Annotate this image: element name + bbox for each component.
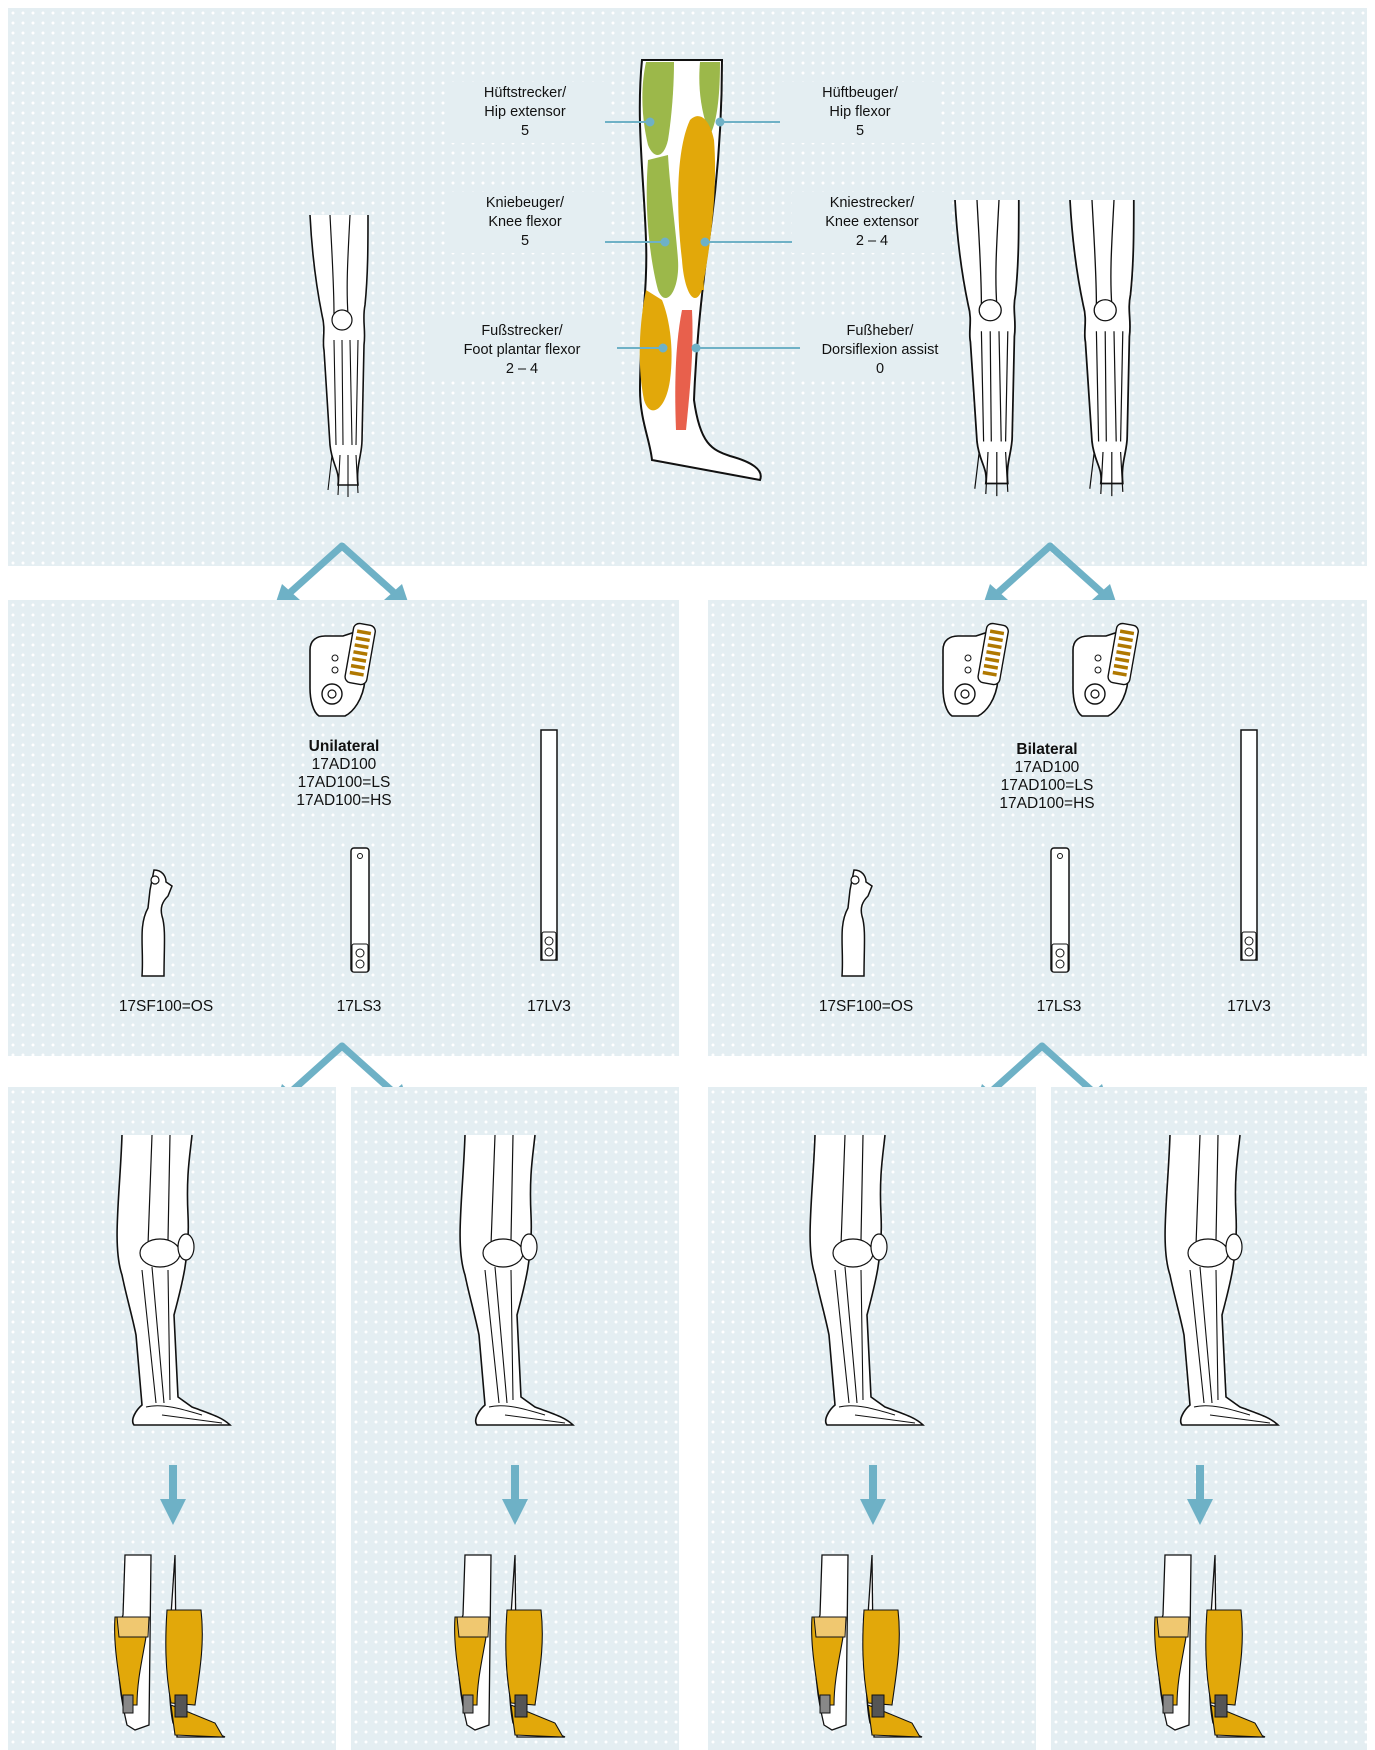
orthosis-legs-1 — [115, 1555, 240, 1745]
orthosis-legs-3 — [812, 1555, 937, 1745]
side-skeleton-2 — [455, 1135, 580, 1435]
bilateral-part-sf-label: 17SF100=OS — [786, 998, 946, 1016]
down-arrow-2 — [500, 1465, 530, 1530]
bilateral-variant-info: Bilateral 17AD100 17AD100=LS 17AD100=HS — [947, 741, 1147, 813]
bilateral-ankle-joint-left — [938, 630, 1018, 725]
side-skeleton-1 — [112, 1135, 237, 1435]
orthosis-legs-2 — [455, 1555, 580, 1745]
unilateral-part-ls-icon — [351, 848, 371, 978]
down-arrow-1 — [158, 1465, 188, 1530]
unilateral-part-sf-label: 17SF100=OS — [86, 998, 246, 1016]
bilateral-part-lv-icon — [1241, 730, 1261, 970]
bilateral-panel — [708, 600, 1367, 1056]
side-skeleton-3 — [805, 1135, 930, 1435]
muscle-leader-lines — [0, 0, 1375, 566]
down-arrow-4 — [1185, 1465, 1215, 1530]
bilateral-part-lv-label: 17LV3 — [1169, 998, 1329, 1016]
unilateral-part-sf-icon — [140, 868, 180, 980]
unilateral-variant-info: Unilateral 17AD100 17AD100=LS 17AD100=HS — [244, 738, 444, 810]
down-arrow-3 — [858, 1465, 888, 1530]
side-skeleton-4 — [1160, 1135, 1285, 1435]
unilateral-part-ls-label: 17LS3 — [279, 998, 439, 1016]
unilateral-ankle-joint — [305, 630, 385, 725]
unilateral-part-lv-label: 17LV3 — [469, 998, 629, 1016]
bilateral-part-sf-icon — [840, 868, 880, 980]
unilateral-part-lv-icon — [541, 730, 561, 970]
bilateral-part-ls-label: 17LS3 — [979, 998, 1139, 1016]
bilateral-ankle-joint-right — [1068, 630, 1148, 725]
bilateral-part-ls-icon — [1051, 848, 1071, 978]
orthosis-legs-4 — [1155, 1555, 1280, 1745]
